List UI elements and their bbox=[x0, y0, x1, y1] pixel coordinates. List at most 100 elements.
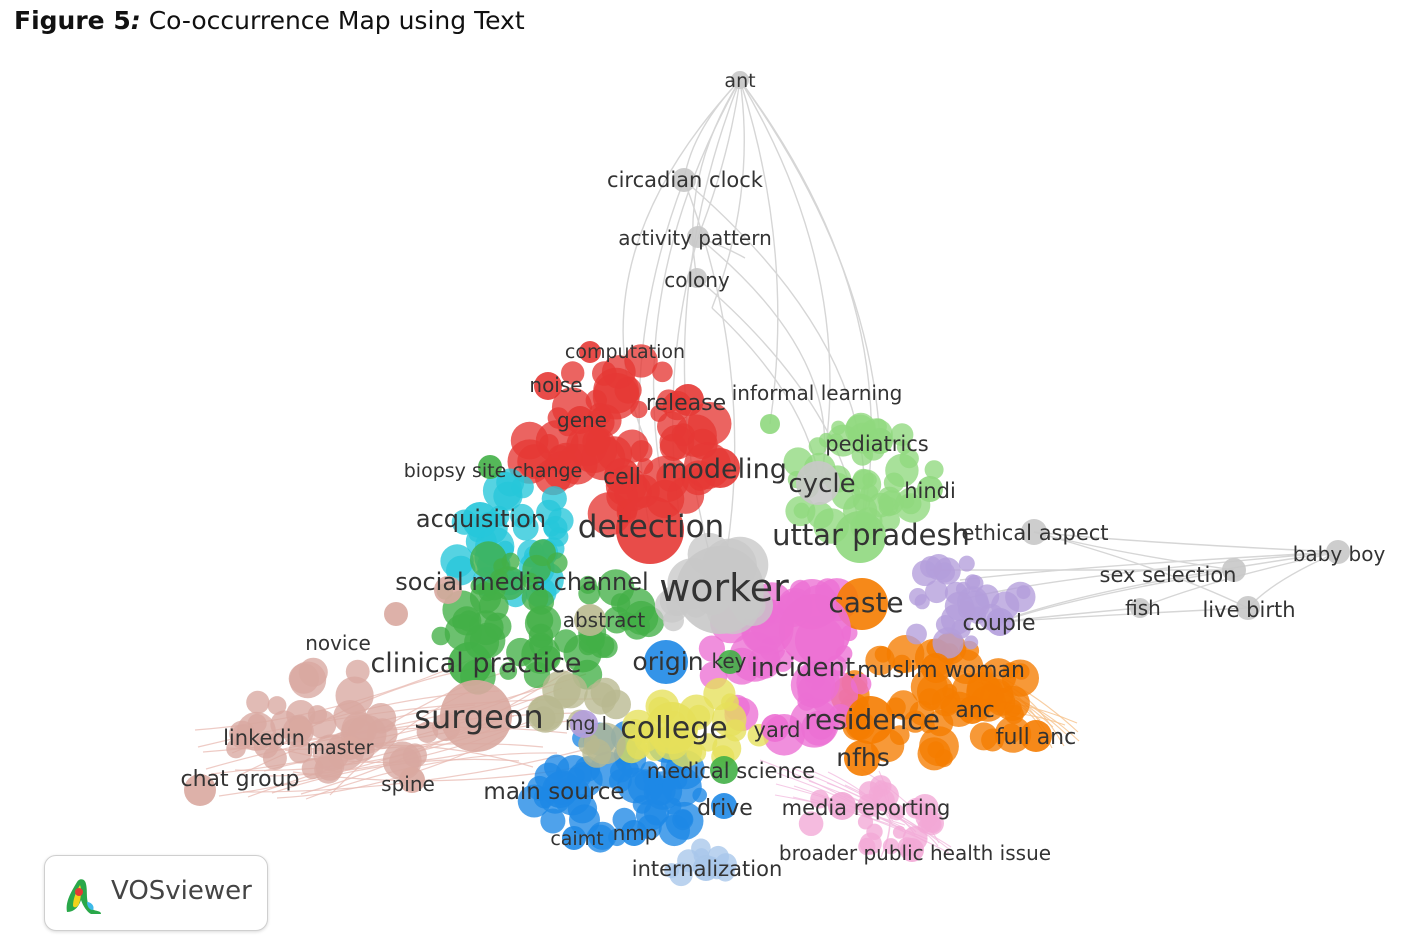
cluster-bubble-cyan bbox=[482, 471, 523, 511]
term-label-social-media-channel: social media channel bbox=[395, 568, 648, 596]
cluster-bubble-red bbox=[637, 458, 654, 475]
cluster-bubble-light-green bbox=[851, 444, 874, 466]
cluster-bubble-cyan bbox=[512, 514, 539, 541]
cluster-bubble-blue bbox=[662, 767, 702, 807]
cluster-bubble-light-pink bbox=[911, 794, 939, 822]
cluster-bubble-green bbox=[492, 566, 526, 600]
link-gray bbox=[1139, 551, 1339, 609]
cluster-bubble-green bbox=[546, 552, 568, 574]
cluster-bubble-red bbox=[630, 440, 653, 463]
cluster-bubble-pink bbox=[747, 646, 781, 679]
cluster-bubble-red bbox=[543, 451, 582, 490]
node-detection bbox=[616, 496, 684, 564]
cluster-bubble-green bbox=[521, 634, 561, 674]
vosviewer-name: VOSviewer bbox=[111, 876, 252, 906]
cluster-bubble-purple bbox=[944, 591, 974, 621]
term-label-full-anc: full anc bbox=[996, 725, 1076, 750]
term-label-master: master bbox=[306, 737, 373, 759]
node-medical-science bbox=[710, 756, 738, 784]
node-ant bbox=[731, 71, 749, 89]
cluster-bubble-purple bbox=[914, 594, 930, 610]
node-pediatrics bbox=[867, 428, 893, 454]
cluster-bubble-light-pink bbox=[868, 786, 884, 801]
term-label-live-birth: live birth bbox=[1202, 598, 1295, 622]
cluster-bubble-pink bbox=[698, 635, 726, 662]
cluster-bubble-green bbox=[633, 606, 665, 638]
cluster-bubble-brown bbox=[288, 663, 320, 694]
node-hindi bbox=[917, 476, 943, 502]
cluster-bubble-brown bbox=[267, 696, 287, 715]
link-gray bbox=[739, 79, 831, 484]
cluster-bubble-pink bbox=[790, 662, 836, 708]
term-label-surgeon: surgeon bbox=[414, 698, 543, 736]
term-label-internalization: internalization bbox=[632, 857, 783, 881]
cluster-bubble-gray bbox=[662, 610, 685, 632]
cluster-bubble-purple bbox=[958, 555, 975, 572]
term-label-computation: computation bbox=[565, 341, 685, 363]
cluster-bubble-blue bbox=[665, 801, 704, 840]
cluster-bubble-cyan bbox=[543, 515, 568, 540]
node-linkedin bbox=[288, 718, 312, 742]
term-label-sex-selection: sex selection bbox=[1100, 563, 1237, 587]
cluster-bubble-blue bbox=[610, 760, 633, 783]
cluster-bubble-blue bbox=[540, 808, 566, 834]
link-gray bbox=[1033, 531, 1339, 553]
node-nfhs bbox=[844, 740, 880, 776]
term-label-cycle: cycle bbox=[788, 469, 855, 499]
cluster-bubble-light-green bbox=[924, 460, 944, 480]
node-chat-group bbox=[184, 774, 216, 806]
term-label-hindi: hindi bbox=[904, 479, 956, 503]
cluster-bubble-blue bbox=[588, 821, 617, 850]
cluster-bubble-purple bbox=[934, 562, 956, 583]
cluster-bubble-orange bbox=[934, 749, 953, 768]
cluster-bubble-pink bbox=[850, 673, 872, 695]
node-fish bbox=[1130, 598, 1150, 618]
term-label-worker: worker bbox=[659, 566, 789, 610]
node-computation bbox=[579, 341, 601, 363]
node-muslim-woman bbox=[921, 653, 951, 683]
node-drive bbox=[711, 793, 737, 819]
term-label-activity-pattern: activity pattern bbox=[618, 226, 772, 250]
node-modeling bbox=[700, 448, 740, 488]
cluster-bubble-light-pink bbox=[888, 804, 905, 821]
link-brown bbox=[300, 667, 573, 795]
term-label-noise: noise bbox=[529, 373, 582, 397]
term-label-key: key bbox=[711, 649, 746, 673]
term-label-broader-public-health-issue: broader public health issue bbox=[779, 841, 1051, 865]
term-label-anc: anc bbox=[955, 698, 995, 723]
node-caste bbox=[836, 578, 888, 630]
link-gray bbox=[697, 79, 741, 238]
node-master bbox=[338, 736, 362, 760]
term-label-clinical-practice: clinical practice bbox=[370, 648, 581, 679]
node-yard bbox=[761, 714, 789, 742]
figure-separator: : bbox=[130, 6, 141, 35]
node-social-media-channel bbox=[434, 576, 462, 604]
term-label-acquisition: acquisition bbox=[416, 505, 546, 533]
cluster-bubble-purple bbox=[932, 627, 964, 659]
cluster-bubble-olive bbox=[542, 670, 581, 709]
node-worker bbox=[676, 546, 764, 634]
node-release bbox=[672, 384, 704, 416]
node-key bbox=[718, 650, 742, 674]
cluster-bubble-light-green bbox=[860, 484, 879, 502]
vosviewer-logo-icon bbox=[66, 879, 101, 914]
cluster-bubble-orange bbox=[920, 719, 935, 734]
term-label-modeling: modeling bbox=[661, 454, 787, 485]
cluster-bubble-pink bbox=[789, 698, 839, 748]
cluster-bubble-red bbox=[592, 361, 617, 386]
node-informal-learning bbox=[760, 414, 780, 434]
term-label-medical-science: medical science bbox=[647, 759, 815, 783]
cluster-bubble-purple bbox=[906, 623, 927, 645]
term-label-release: release bbox=[646, 391, 726, 416]
node-baby-boy bbox=[1326, 540, 1350, 564]
link-gray bbox=[711, 79, 745, 309]
term-label-uttar-pradesh: uttar pradesh bbox=[772, 518, 970, 552]
term-label-abstract: abstract bbox=[563, 608, 646, 632]
term-label-drive: drive bbox=[697, 796, 753, 821]
cluster-bubble-purple bbox=[1016, 585, 1031, 600]
cluster-bubble-light-pink bbox=[798, 811, 824, 836]
cluster-bubble-red bbox=[630, 400, 648, 419]
cluster-bubble-light-pink bbox=[858, 837, 876, 856]
term-label-main-source: main source bbox=[483, 779, 624, 805]
